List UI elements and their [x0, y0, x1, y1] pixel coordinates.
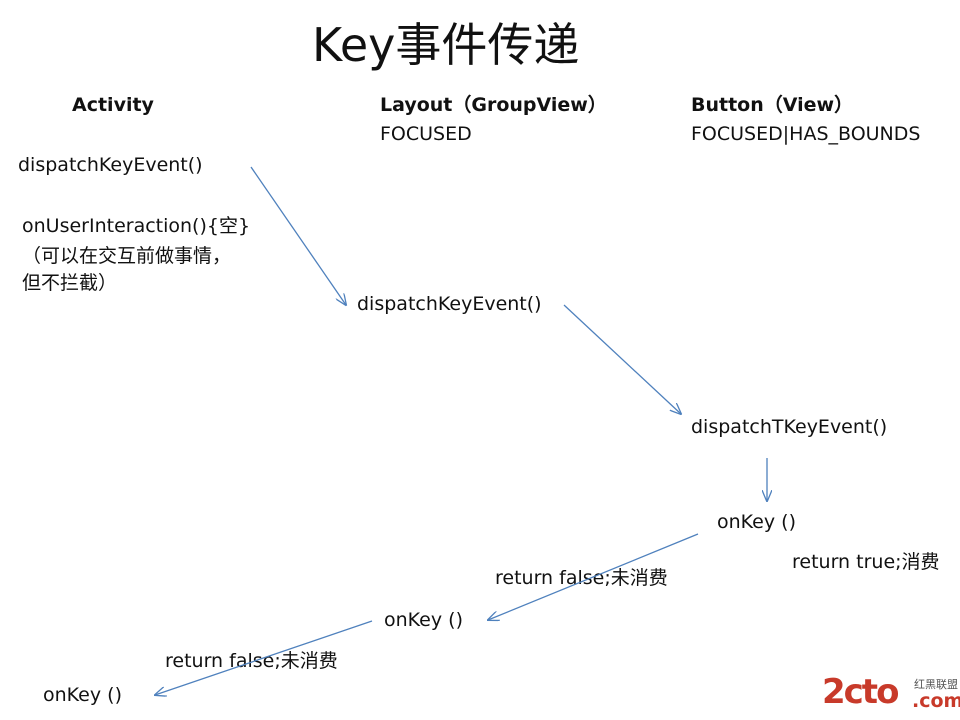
button-return-true: return true;消费 — [792, 551, 940, 573]
button-dispatch-key-event: dispatchTKeyEvent() — [691, 416, 888, 438]
arrow-layout-to-button — [563, 304, 681, 414]
arrow-activity-to-layout — [250, 166, 346, 305]
arrow-layout-onkey-to-activity-onkey — [155, 620, 373, 695]
diagram-title: Key事件传递 — [312, 18, 580, 72]
layout-return-false: return false;未消费 — [165, 650, 338, 672]
activity-note-line1: （可以在交互前做事情， — [22, 245, 232, 267]
button-on-key: onKey () — [717, 511, 796, 533]
activity-on-key: onKey () — [43, 684, 122, 706]
logo-domain-text: .com — [912, 690, 960, 712]
layout-focus-flag: FOCUSED — [380, 123, 472, 145]
layout-column-header: Layout（GroupView） — [380, 94, 607, 116]
activity-note-line2: 但不拦截） — [22, 272, 118, 294]
arrow-button-onkey-to-layout-onkey — [488, 533, 699, 620]
activity-column-header: Activity — [72, 94, 154, 116]
activity-dispatch-key-event: dispatchKeyEvent() — [18, 154, 203, 176]
button-return-false: return false;未消费 — [495, 567, 668, 589]
layout-on-key: onKey () — [384, 609, 463, 631]
logo-sub-text: 红黑联盟 — [914, 678, 958, 691]
layout-dispatch-key-event: dispatchKeyEvent() — [357, 293, 542, 315]
button-column-header: Button（View） — [691, 94, 854, 116]
site-watermark-logo: 2cto 红黑联盟 .com — [822, 672, 960, 716]
logo-main-text: 2cto — [822, 672, 899, 712]
button-focus-flag: FOCUSED|HAS_BOUNDS — [691, 123, 921, 145]
activity-on-user-interaction: onUserInteraction(){空} — [22, 215, 251, 237]
